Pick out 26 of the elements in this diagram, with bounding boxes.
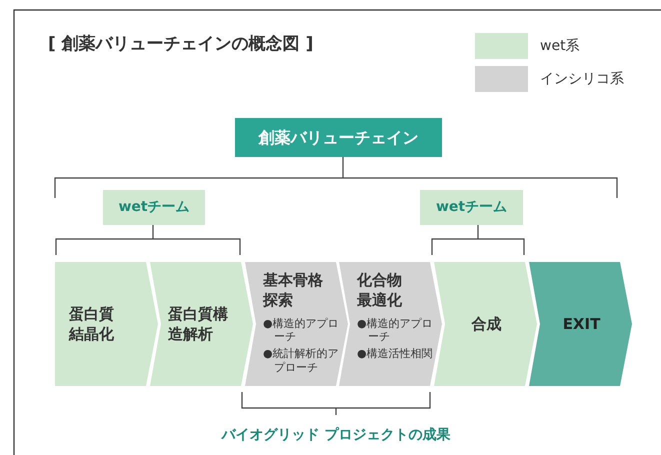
step-label: 合成 [472, 314, 502, 334]
chevron-step [245, 262, 348, 386]
bullet-text: ●構造的アプローチ [263, 316, 340, 344]
step-label: wetチーム [118, 198, 190, 217]
diagram-title: [ 創薬バリューチェインの概念図 ] [48, 33, 314, 55]
legend-label: インシリコ系 [540, 70, 624, 88]
step-label: 蛋白質結晶化 [69, 304, 115, 344]
chevron-step [529, 262, 632, 386]
step-label: wetチーム [436, 198, 508, 217]
chevron-step [150, 262, 253, 386]
team-box [420, 190, 523, 225]
step-label: 化合物最適化 [357, 270, 403, 310]
bullet-text: ●構造的アプローチ [357, 316, 434, 344]
step-label: 基本骨格探索 [263, 270, 324, 310]
bullet-text: ●統計解析的アプローチ [263, 347, 340, 374]
caption-label: バイオグリッド プロジェクトの成果 [220, 426, 452, 444]
chevron-step [434, 262, 537, 386]
team-box [103, 190, 205, 225]
bullet-text: ●構造活性相関 [357, 347, 434, 361]
chevron-step [339, 262, 442, 386]
title-box [235, 118, 442, 157]
step-label: EXIT [562, 314, 600, 334]
chevron-step [55, 262, 158, 386]
step-label: 蛋白質構造解析 [168, 304, 229, 344]
step-label: 創薬バリューチェイン [258, 126, 418, 148]
legend-label: wet系 [540, 37, 580, 55]
